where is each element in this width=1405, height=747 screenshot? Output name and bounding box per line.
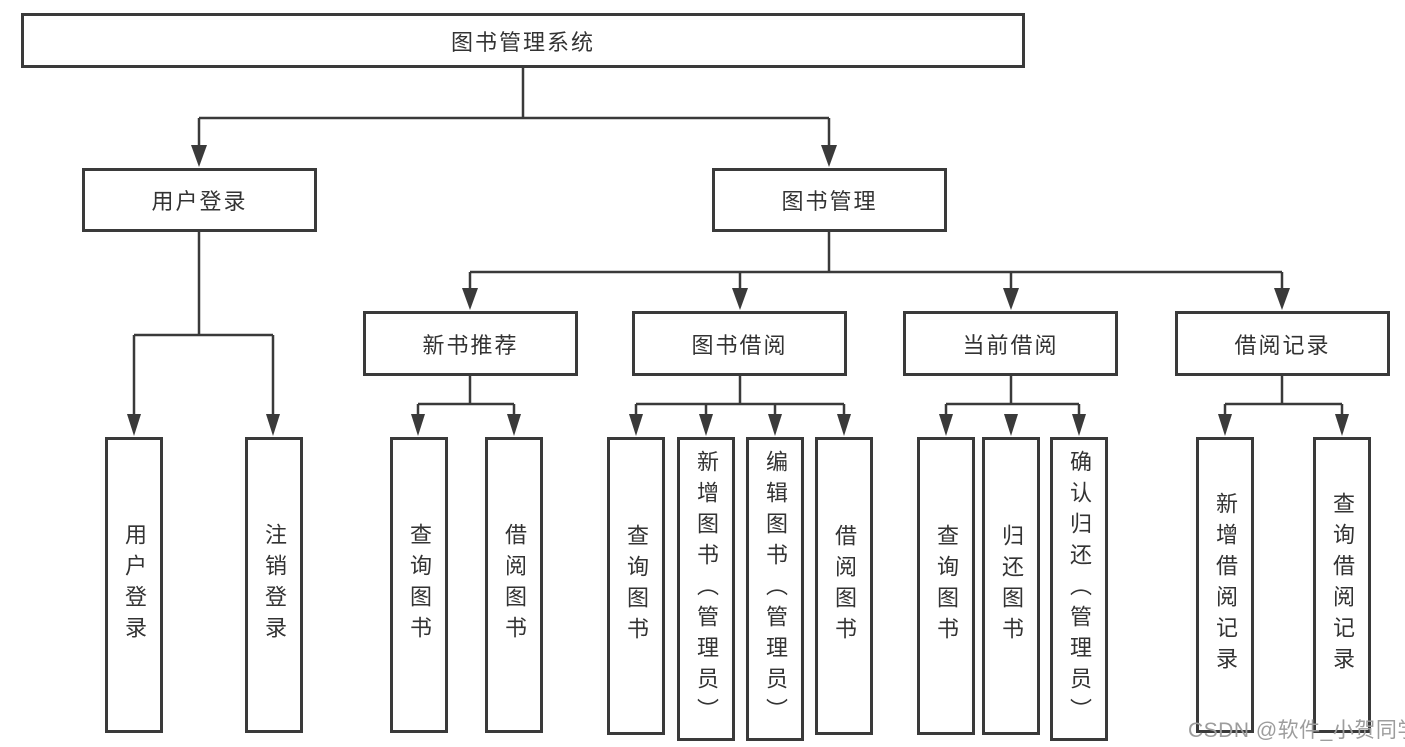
leaf-confirm-return-admin: 确认归还（管理员） (1050, 437, 1108, 741)
node-user-login-label: 用户登录 (151, 189, 248, 214)
leaf-user-login-label: 用户登录 (122, 523, 147, 647)
node-book-management: 图书管理 (712, 168, 947, 232)
node-user-login: 用户登录 (82, 168, 317, 232)
leaf-add-books-admin-label: 新增图书（管理员） (694, 449, 719, 729)
node-current-borrowing: 当前借阅 (903, 311, 1118, 376)
leaf-query-books-current-label: 查询图书 (934, 524, 959, 648)
leaf-borrow-books-recommend: 借阅图书 (485, 437, 543, 733)
leaf-return-books: 归还图书 (982, 437, 1040, 735)
node-current-borrowing-label: 当前借阅 (962, 332, 1059, 358)
leaf-confirm-return-admin-label: 确认归还（管理员） (1067, 449, 1092, 729)
node-new-book-recommend: 新书推荐 (363, 311, 578, 376)
connector-stems (132, 68, 1344, 421)
leaf-query-books-borrowing: 查询图书 (607, 437, 665, 735)
leaf-logout: 注销登录 (245, 437, 303, 733)
leaf-query-books-recommend: 查询图书 (390, 437, 448, 733)
leaf-edit-books-admin-label: 编辑图书（管理员） (763, 449, 788, 729)
leaf-edit-books-admin: 编辑图书（管理员） (746, 437, 804, 741)
leaf-borrow-books-recommend-label: 借阅图书 (502, 523, 527, 647)
leaf-query-borrow-record: 查询借阅记录 (1313, 437, 1371, 733)
node-new-book-recommend-label: 新书推荐 (422, 332, 519, 358)
arrowhead-icons (127, 145, 1349, 436)
leaf-add-borrow-record-label: 新增借阅记录 (1213, 492, 1238, 678)
node-book-management-label: 图书管理 (781, 189, 878, 214)
csdn-watermark: CSDN @软件_小贺同学 (1188, 719, 1405, 742)
leaf-logout-label: 注销登录 (262, 523, 287, 647)
leaf-return-books-label: 归还图书 (999, 524, 1024, 648)
leaf-query-books-current: 查询图书 (917, 437, 975, 735)
leaf-borrow-books-borrowing: 借阅图书 (815, 437, 873, 735)
node-borrowing-records-label: 借阅记录 (1234, 332, 1331, 358)
node-borrowing-records: 借阅记录 (1175, 311, 1390, 376)
node-book-borrowing-label: 图书借阅 (691, 332, 788, 358)
leaf-query-books-recommend-label: 查询图书 (407, 523, 432, 647)
leaf-borrow-books-borrowing-label: 借阅图书 (832, 524, 857, 648)
node-root-label: 图书管理系统 (450, 29, 595, 55)
node-root: 图书管理系统 (21, 13, 1025, 68)
leaf-add-books-admin: 新增图书（管理员） (677, 437, 735, 741)
leaf-query-books-borrowing-label: 查询图书 (624, 524, 649, 648)
node-book-borrowing: 图书借阅 (632, 311, 847, 376)
leaf-add-borrow-record: 新增借阅记录 (1196, 437, 1254, 733)
leaf-query-borrow-record-label: 查询借阅记录 (1330, 492, 1355, 678)
leaf-user-login: 用户登录 (105, 437, 163, 733)
